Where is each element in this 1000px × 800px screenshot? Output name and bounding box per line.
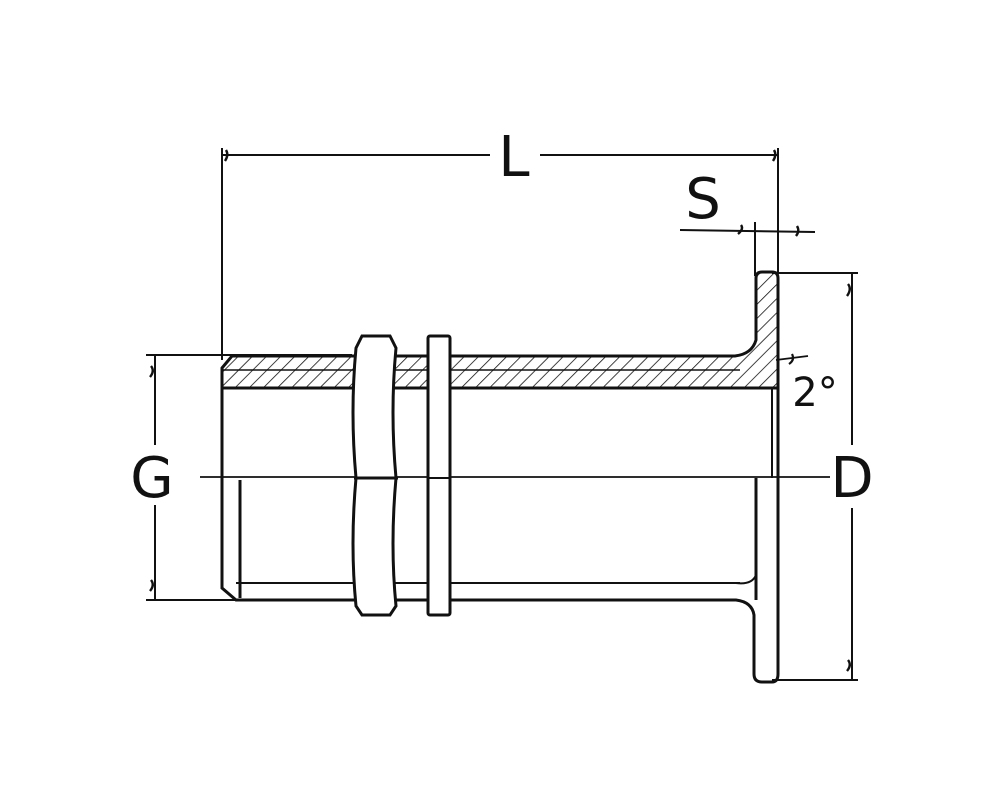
dimension-s (679, 222, 816, 276)
tick-s-right (795, 225, 800, 237)
label-angle: 2° (792, 370, 837, 416)
label-l: L (498, 125, 529, 190)
dimension-l (221, 148, 779, 360)
dimension-line-s (679, 229, 816, 233)
tick-l-right (771, 149, 777, 162)
tick-g-top (149, 365, 154, 378)
label-g: G (130, 446, 173, 511)
body-lower-outline (220, 368, 780, 684)
hex-nut (351, 334, 398, 617)
dimension-d (772, 272, 858, 681)
tick-d-top (846, 283, 851, 297)
label-d: D (830, 446, 873, 511)
tick-l-left (223, 149, 229, 162)
angle-indicator (775, 353, 809, 365)
tick-g-bottom (149, 579, 154, 592)
tick-d-bottom (846, 659, 851, 672)
flange-transition-lower (735, 574, 757, 585)
label-s: S (685, 167, 721, 232)
washer (426, 334, 452, 617)
tick-s-left (737, 224, 744, 235)
